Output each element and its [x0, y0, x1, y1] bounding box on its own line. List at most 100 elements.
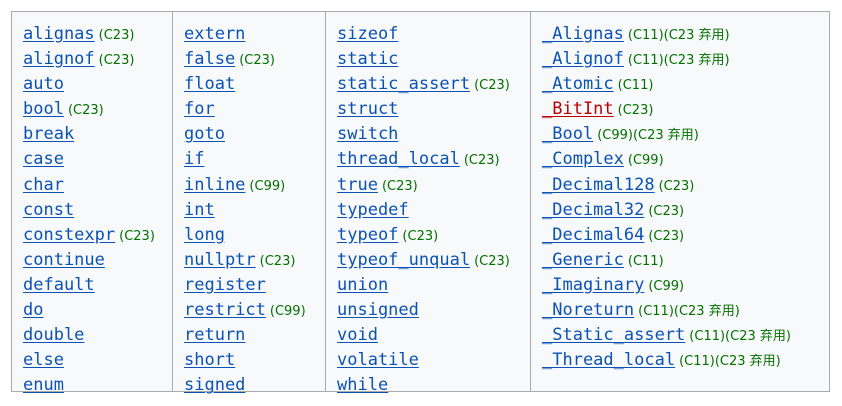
keyword-link-_Alignas[interactable]: _Alignas — [542, 24, 624, 44]
keyword-link-_Decimal32[interactable]: _Decimal32 — [542, 199, 645, 220]
keyword-row: _Alignas(C11)(C23 弃用) — [542, 21, 829, 46]
keyword-link-break[interactable]: break — [23, 124, 75, 145]
keyword-link-union[interactable]: union — [337, 274, 389, 295]
keyword-link-auto[interactable]: auto — [23, 74, 64, 95]
keyword-link-_Thread_local[interactable]: _Thread_local — [542, 350, 676, 371]
keyword-link-alignas[interactable]: alignas — [23, 24, 95, 44]
keyword-row: alignof(C23) — [23, 46, 172, 71]
keyword-link-continue[interactable]: continue — [23, 249, 105, 270]
keyword-link-register[interactable]: register — [184, 274, 266, 295]
keyword-link-unsigned[interactable]: unsigned — [337, 300, 419, 321]
keyword-link-goto[interactable]: goto — [184, 124, 225, 145]
keyword-version-note: (C11)(C23 弃用) — [627, 28, 730, 43]
keyword-link-alignof[interactable]: alignof — [23, 49, 95, 70]
keyword-link-while[interactable]: while — [337, 375, 389, 396]
keyword-link-typedef[interactable]: typedef — [337, 199, 409, 220]
keyword-version-note: (C23) — [98, 53, 135, 69]
keyword-link-_Static_assert[interactable]: _Static_assert — [542, 325, 686, 346]
keyword-link-_BitInt[interactable]: _BitInt — [542, 99, 614, 120]
keyword-version-note: (C23) — [658, 178, 695, 194]
keyword-link-char[interactable]: char — [23, 174, 64, 195]
keyword-column-4: _Alignas(C11)(C23 弃用)_Alignof(C11)(C23 弃… — [530, 12, 829, 391]
keyword-version-note: (C99) — [648, 278, 685, 294]
keyword-link-float[interactable]: float — [184, 74, 236, 95]
keyword-version-note: (C23) — [402, 228, 439, 244]
keyword-row: alignas(C23) — [23, 21, 172, 46]
keyword-link-_Decimal128[interactable]: _Decimal128 — [542, 174, 655, 195]
keyword-link-constexpr[interactable]: constexpr — [23, 224, 116, 245]
keyword-version-note: (C11) — [627, 253, 664, 269]
keyword-row: typeof_unqual(C23) — [337, 247, 530, 272]
keyword-link-int[interactable]: int — [184, 199, 215, 220]
keyword-link-do[interactable]: do — [23, 300, 44, 321]
keyword-link-nullptr[interactable]: nullptr — [184, 249, 256, 270]
keyword-version-note: (C99) — [269, 304, 306, 320]
keyword-row: for — [184, 96, 325, 121]
keyword-row: _Bool(C99)(C23 弃用) — [542, 121, 829, 146]
keyword-link-_Noreturn[interactable]: _Noreturn — [542, 300, 635, 321]
keyword-link-_Generic[interactable]: _Generic — [542, 249, 624, 270]
keyword-link-default[interactable]: default — [23, 274, 95, 295]
keyword-row: _Static_assert(C11)(C23 弃用) — [542, 322, 829, 347]
keyword-link-_Atomic[interactable]: _Atomic — [542, 74, 614, 95]
keyword-link-_Alignof[interactable]: _Alignof — [542, 49, 624, 70]
keyword-link-switch[interactable]: switch — [337, 124, 399, 145]
keyword-link-typeof[interactable]: typeof — [337, 224, 399, 245]
keyword-row: nullptr(C23) — [184, 247, 325, 272]
keyword-row: extern — [184, 21, 325, 46]
keyword-row: constexpr(C23) — [23, 222, 172, 247]
keyword-row: sizeof — [337, 21, 530, 46]
keyword-link-for[interactable]: for — [184, 99, 215, 120]
keyword-row: case — [23, 146, 172, 171]
keyword-link-static_assert[interactable]: static_assert — [337, 74, 471, 95]
keyword-version-note: (C11)(C23 弃用) — [638, 304, 740, 320]
keyword-link-struct[interactable]: struct — [337, 99, 399, 120]
keyword-link-_Decimal64[interactable]: _Decimal64 — [542, 224, 645, 245]
keyword-link-short[interactable]: short — [184, 350, 236, 371]
keyword-link-_Bool[interactable]: _Bool — [542, 124, 594, 145]
keyword-row: _Alignof(C11)(C23 弃用) — [542, 46, 829, 71]
keyword-row: _Complex(C99) — [542, 146, 829, 171]
keyword-link-_Imaginary[interactable]: _Imaginary — [542, 274, 645, 295]
keyword-link-sizeof[interactable]: sizeof — [337, 24, 399, 44]
keyword-link-typeof_unqual[interactable]: typeof_unqual — [337, 249, 471, 270]
keyword-version-note: (C11) — [617, 78, 654, 94]
keyword-row: thread_local(C23) — [337, 146, 530, 171]
keyword-link-inline[interactable]: inline — [184, 174, 246, 195]
keyword-version-note: (C23) — [119, 228, 155, 244]
keyword-row: char — [23, 172, 172, 197]
keyword-link-return[interactable]: return — [184, 325, 246, 346]
keyword-version-note: (C23) — [474, 78, 510, 94]
keyword-link-if[interactable]: if — [184, 149, 205, 170]
keyword-link-bool[interactable]: bool — [23, 99, 64, 120]
keyword-link-true[interactable]: true — [337, 174, 378, 195]
keyword-link-static[interactable]: static — [337, 49, 399, 70]
keyword-link-extern[interactable]: extern — [184, 24, 246, 44]
keyword-version-note: (C23) — [648, 203, 685, 219]
keyword-link-case[interactable]: case — [23, 149, 64, 170]
keyword-row: union — [337, 272, 530, 297]
keyword-link-void[interactable]: void — [337, 325, 378, 346]
keyword-row: double — [23, 322, 172, 347]
keyword-link-_Complex[interactable]: _Complex — [542, 149, 624, 170]
keyword-link-volatile[interactable]: volatile — [337, 350, 419, 371]
keyword-link-const[interactable]: const — [23, 199, 75, 220]
keyword-row: default — [23, 272, 172, 297]
keyword-link-false[interactable]: false — [184, 49, 236, 70]
keyword-link-signed[interactable]: signed — [184, 375, 246, 396]
keyword-row: bool(C23) — [23, 96, 172, 121]
keyword-row: typeof(C23) — [337, 222, 530, 247]
keyword-version-note: (C23) — [381, 178, 418, 194]
keyword-link-long[interactable]: long — [184, 224, 225, 245]
keyword-link-enum[interactable]: enum — [23, 375, 64, 396]
keyword-row: _Decimal128(C23) — [542, 172, 829, 197]
keyword-link-else[interactable]: else — [23, 350, 64, 371]
keyword-link-thread_local[interactable]: thread_local — [337, 149, 460, 170]
keyword-link-double[interactable]: double — [23, 325, 85, 346]
keyword-version-note: (C23) — [474, 253, 510, 269]
keyword-row: short — [184, 347, 325, 372]
keyword-link-restrict[interactable]: restrict — [184, 300, 266, 321]
keyword-version-note: (C23) — [98, 28, 135, 43]
keyword-version-note: (C99)(C23 弃用) — [597, 128, 699, 144]
